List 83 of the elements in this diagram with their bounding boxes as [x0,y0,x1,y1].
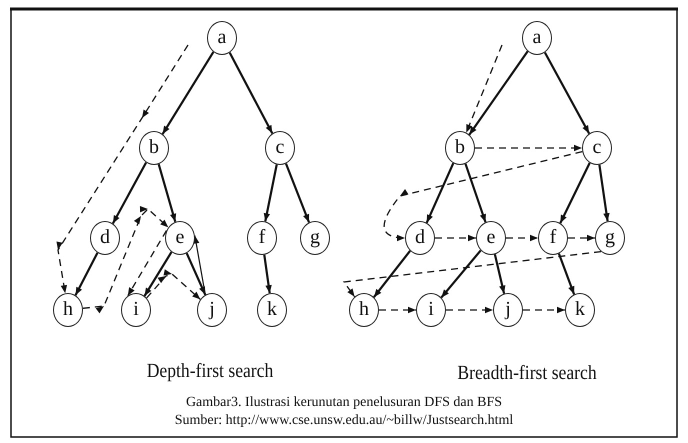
node-letter: f [258,226,266,246]
source-note: Sumber: http://www.cse.unsw.edu.au/~billw/Justsearch.html [174,413,514,429]
node-letter: h [63,298,73,318]
node-letter: i [133,298,139,318]
node-letter: g [605,226,615,246]
arrow [426,162,454,224]
tree-node-circle [538,221,568,255]
traversal-arrow [342,250,602,298]
arrow [263,254,272,294]
tree-title: Depth-first search [146,360,274,383]
arrow [464,163,487,223]
arrow [598,164,610,222]
tree-node-circle [493,293,523,327]
traversal-arrow [523,306,565,314]
node-letter: k [575,298,585,318]
arrow [284,163,310,223]
arrow [494,254,506,294]
tree-node-circle [595,221,625,255]
traversal-arrow [82,206,169,314]
tree-node-circle [565,293,595,327]
node-letter: k [267,298,277,318]
arrow [144,251,172,297]
tree-title: Breadth-first search [457,362,597,385]
traversal-arrow [127,230,168,296]
node-letter: e [486,226,496,246]
tree-node-circle [445,131,475,165]
tree-node-circle [207,21,237,55]
traversal-arrow [379,306,416,314]
traversal-arrow [56,44,189,294]
traversal-arrow [506,234,538,242]
arrow [468,50,529,136]
traversal-arrow [568,234,595,242]
tree-node-circle [121,293,151,327]
node-letter: i [428,298,434,318]
node-letter: e [176,226,184,246]
tree-node-circle [476,221,506,255]
tree-node-circle [405,221,435,255]
node-letter: j [209,298,215,318]
node-letter: a [218,26,226,46]
tree-node-circle [257,293,287,327]
arrow [558,253,576,295]
traversal-arrow [475,144,582,152]
node-letter: d [100,226,110,246]
traversal-arrow [446,306,493,314]
node-letter: h [359,298,369,318]
arrow [112,162,148,224]
tree-node-circle [197,293,227,327]
tree-node-circle [165,221,195,255]
traversal-arrow [384,150,582,242]
tree-node-circle [300,221,330,255]
arrow [74,252,98,296]
traversal-arrow [435,234,476,242]
arrow [559,162,591,224]
arrow [440,250,482,298]
node-letter: a [532,26,542,46]
tree-node-circle [247,221,277,255]
arrow [373,250,411,298]
tree-node-circle [53,293,83,327]
node-letter: c [592,136,602,156]
tree-node-circle [139,131,169,165]
arrow [264,164,278,222]
node-letter: b [455,136,465,156]
node-letter: f [550,226,556,246]
tree-node-circle [90,221,120,255]
arrow [186,252,206,296]
node-letter: b [149,136,159,156]
figure-caption: Gambar3. Ilustrasi kerunutan penelusuran DFS dan BFS [186,395,502,411]
traversal-arrow [146,269,201,300]
tree-node-circle [265,131,295,165]
tree-node-circle [416,293,446,327]
node-letter: d [415,226,425,246]
arrow [193,235,206,295]
traversal-arrow [466,44,503,133]
tree-node-circle [349,293,379,327]
node-letter: g [310,226,320,246]
tree-node-circle [522,21,552,55]
arrow [158,164,176,222]
arrow [228,52,274,134]
arrow [544,52,590,134]
node-letter: j [505,298,511,318]
arrow [162,51,214,135]
node-letter: c [276,136,284,156]
tree-node-circle [582,131,612,165]
